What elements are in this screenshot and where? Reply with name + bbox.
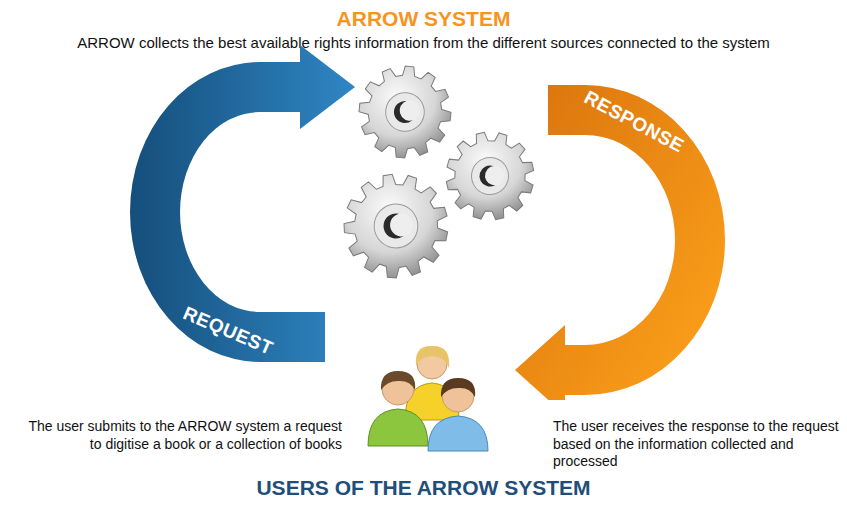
gear-hole-light [388, 212, 415, 239]
gear-hub [370, 200, 422, 252]
person-body [368, 409, 428, 446]
request-arrow: REQUEST [125, 38, 360, 370]
gear-hub [467, 153, 513, 199]
person-body [428, 416, 488, 451]
users-icon [368, 346, 488, 451]
gear-wheel [335, 165, 457, 287]
response-arrow: RESPONSE [505, 80, 740, 400]
description-text: The user receives the response to the re… [553, 418, 843, 471]
gears-icon [335, 62, 545, 287]
person-hair [441, 378, 475, 397]
diagram-title: ARROW SYSTEM [0, 6, 847, 32]
gear [335, 165, 457, 287]
description-text: The user submits to the ARROW system a r… [20, 418, 342, 453]
gear-wheel [355, 62, 455, 162]
footer-title: USERS OF THE ARROW SYSTEM [0, 475, 847, 501]
gear-hub [384, 91, 426, 133]
gear-hole-light [483, 164, 507, 188]
gear-hole-light [399, 100, 421, 122]
arrow-shape [130, 45, 355, 362]
person-hair [381, 371, 415, 390]
arrow-shape [515, 85, 725, 400]
gear [355, 62, 455, 162]
gear [435, 121, 545, 231]
arrow-band [125, 38, 360, 370]
subtitle: ARROW collects the best available rights… [10, 34, 837, 53]
gear-wheel [435, 121, 545, 231]
person-hair [416, 346, 449, 368]
